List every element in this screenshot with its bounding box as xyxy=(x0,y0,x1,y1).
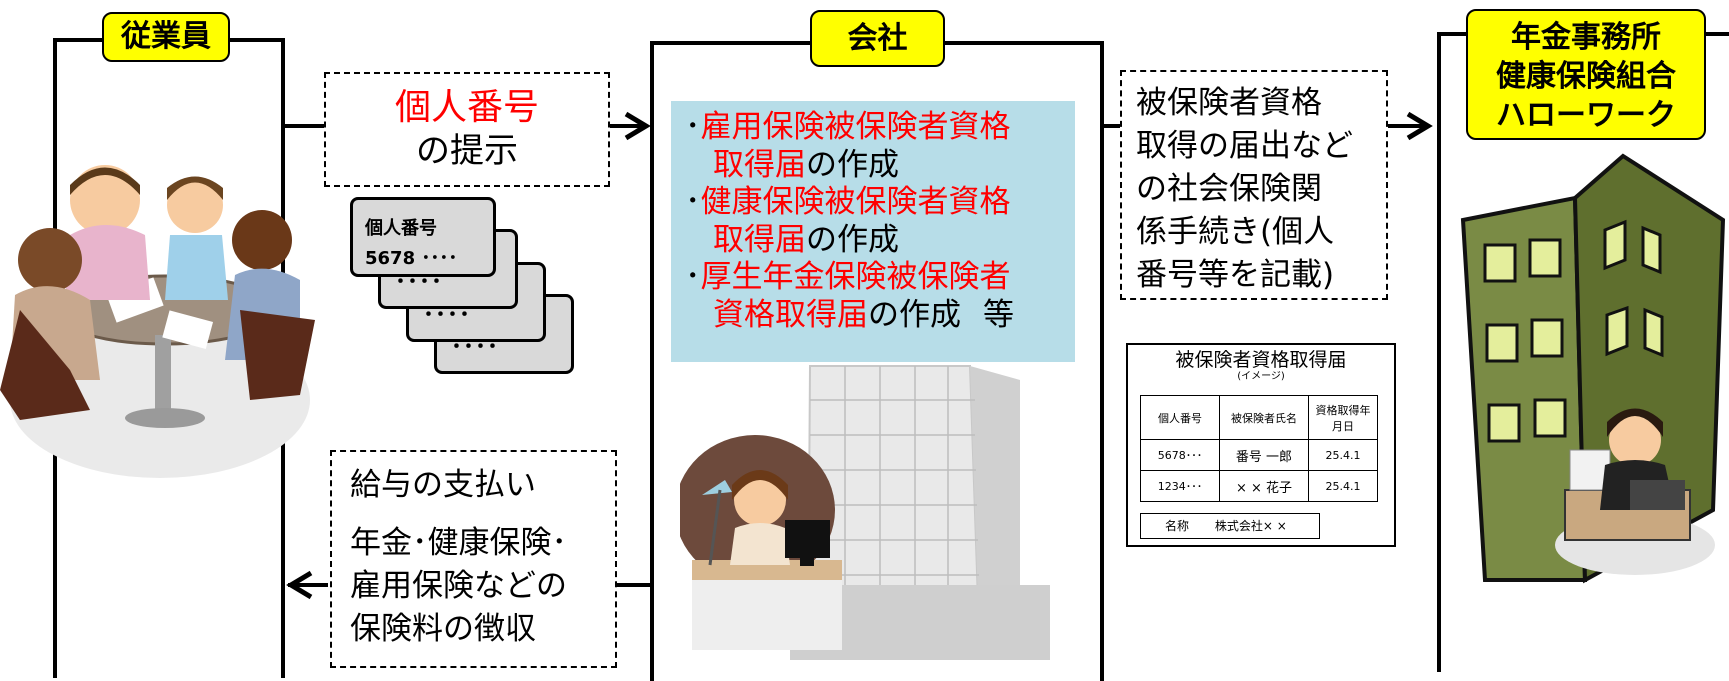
arrow-right-icon xyxy=(624,111,651,141)
task-item: 取得届の作成 xyxy=(713,221,899,258)
card-title: 個人番号 xyxy=(365,218,437,239)
task-item: ･健康保険被保険者資格 xyxy=(685,184,1011,220)
notification-box: 被保険者資格 取得の届出など の社会保険関 係手続き(個人 番号等を記載) xyxy=(1120,70,1388,300)
card-front: 個人番号 5678 ････ xyxy=(350,197,496,277)
mynumber-title: 個人番号 xyxy=(394,87,539,128)
table-cell: 1234･･･ xyxy=(1140,470,1220,502)
office-label-line: 年金事務所 xyxy=(1511,20,1661,55)
table-cell: 番号 一郎 xyxy=(1219,439,1309,471)
company-label: 会社 xyxy=(810,10,945,67)
task-item: 資格取得届の作成等 xyxy=(713,296,1014,333)
table-cell: 25.4.1 xyxy=(1308,470,1378,502)
form-name-value: 株式会社× × xyxy=(1214,519,1287,533)
office-label-line: ハローワーク xyxy=(1496,98,1676,133)
arrow-left-icon xyxy=(286,570,313,600)
connector-line xyxy=(1387,124,1427,128)
connector-line xyxy=(1104,124,1120,128)
connector-line xyxy=(288,583,328,587)
table-header: 個人番号 xyxy=(1140,395,1220,440)
payment-line: 給与の支払い xyxy=(350,467,536,503)
table-row: 個人番号 被保険者氏名 資格取得年月日 xyxy=(1140,395,1378,440)
table-row: 5678･･･ 番号 一郎 25.4.1 xyxy=(1140,439,1378,471)
payment-box: 給与の支払い 年金･健康保険･ 雇用保険などの 保険料の徴収 xyxy=(330,450,617,668)
table-row: 1234･･･ × × 花子 25.4.1 xyxy=(1140,470,1378,502)
tasks-box: ･雇用保険被保険者資格 取得届の作成 ･健康保険被保険者資格 取得届の作成 ･厚… xyxy=(671,101,1075,362)
form-image: 被保険者資格取得届 (イメージ) 個人番号 被保険者氏名 資格取得年月日 567… xyxy=(1126,343,1396,547)
connector-line xyxy=(607,124,645,128)
form-name-label: 名称 xyxy=(1165,519,1190,533)
employees-meeting-illustration xyxy=(0,165,315,478)
connector-line xyxy=(285,124,325,128)
connector-line xyxy=(617,583,650,587)
notification-line: 取得の届出など xyxy=(1136,128,1353,164)
form-title: 被保険者資格取得届 xyxy=(1175,349,1347,371)
notification-line: 被保険者資格 xyxy=(1136,85,1322,121)
notification-line: 係手続き(個人 xyxy=(1136,214,1335,250)
office-building-illustration xyxy=(1460,153,1726,584)
task-item: 取得届の作成 xyxy=(713,146,899,183)
mynumber-box: 個人番号 の提示 xyxy=(324,72,610,187)
form-subtitle: (イメージ) xyxy=(1237,371,1285,382)
table-cell: × × 花子 xyxy=(1219,470,1309,502)
payment-line: 雇用保険などの xyxy=(350,568,567,604)
company-building-illustration xyxy=(680,365,1050,660)
office-label: 年金事務所 健康保険組合 ハローワーク xyxy=(1466,9,1706,140)
arrow-right-icon xyxy=(1406,111,1433,141)
employee-label: 従業員 xyxy=(102,12,230,62)
form-name-row: 名称 株式会社× × xyxy=(1140,513,1320,539)
notification-line: 番号等を記載) xyxy=(1136,257,1335,293)
office-label-line: 健康保険組合 xyxy=(1496,59,1676,94)
table-header: 資格取得年月日 xyxy=(1308,395,1378,440)
payment-line: 年金･健康保険･ xyxy=(350,525,567,561)
table-cell: 5678･･･ xyxy=(1140,439,1220,471)
form-table: 個人番号 被保険者氏名 資格取得年月日 5678･･･ 番号 一郎 25.4.1… xyxy=(1140,395,1378,502)
payment-line: 保険料の徴収 xyxy=(350,611,536,647)
table-header: 被保険者氏名 xyxy=(1219,395,1309,440)
card-value: 5678 ････ xyxy=(365,248,458,269)
task-item: ･厚生年金保険被保険者 xyxy=(685,259,1011,295)
table-cell: 25.4.1 xyxy=(1308,439,1378,471)
notification-line: の社会保険関 xyxy=(1136,171,1322,207)
task-item: ･雇用保険被保険者資格 xyxy=(685,109,1011,145)
mynumber-subtitle: の提示 xyxy=(416,131,518,171)
